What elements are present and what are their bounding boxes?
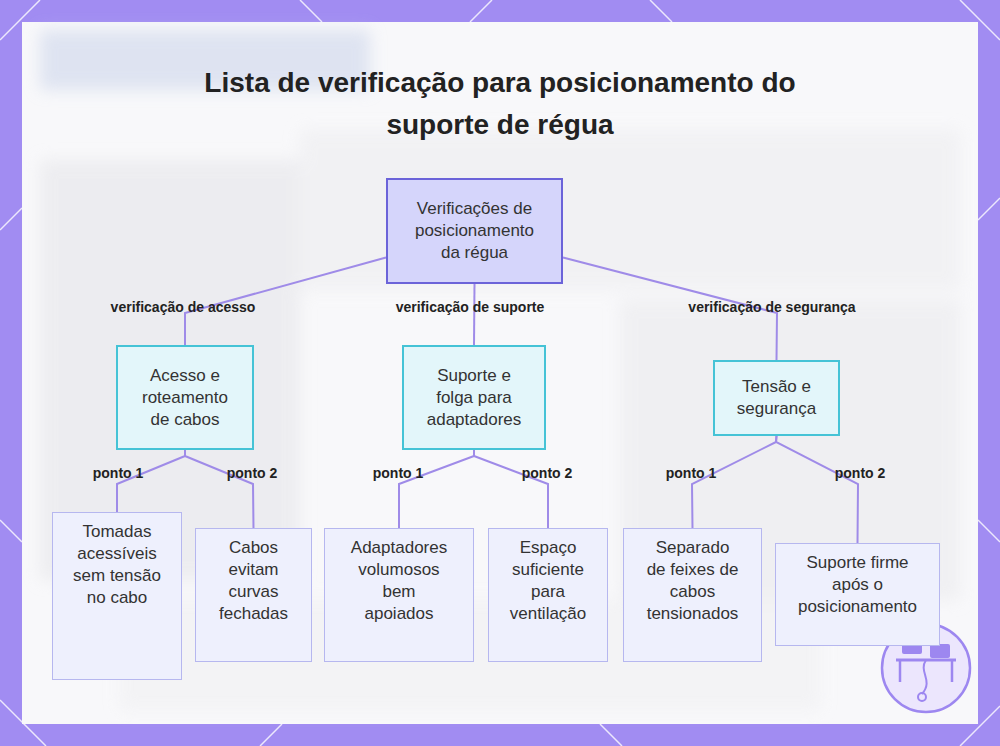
edge-label: ponto 1: [666, 465, 717, 481]
edge-label: ponto 2: [522, 465, 573, 481]
node-text: Suporte e folga para adaptadores: [420, 365, 528, 431]
connector-line: [474, 450, 548, 528]
edge-label: verificação de acesso: [111, 299, 256, 315]
node-text: Tomadas acessíveis sem tensão no cabo: [70, 521, 164, 609]
edge-label: ponto 2: [835, 465, 886, 481]
edge-label: verificação de segurança: [688, 299, 855, 315]
root-box: Verificações de posicionamento da régua: [386, 178, 563, 284]
title-block: Lista de verificação para posicionamento…: [200, 62, 800, 146]
edge-label: ponto 1: [373, 465, 424, 481]
node-text: Verificações de posicionamento da régua: [408, 198, 541, 264]
check-item-box: Suporte firme após o posicionamento: [775, 543, 940, 646]
blurred-photo: [40, 30, 960, 710]
node-text: Acesso e roteamento de cabos: [136, 365, 234, 431]
node-text: Tensão e segurança: [731, 376, 822, 420]
check-item-box: Tomadas acessíveis sem tensão no cabo: [52, 512, 182, 680]
check-item-box: Cabos evitam curvas fechadas: [195, 528, 312, 662]
check-item-box: Espaço suficiente para ventilação: [488, 528, 608, 662]
node-text: Suporte firme após o posicionamento: [794, 552, 921, 618]
node-text: Cabos evitam curvas fechadas: [211, 537, 296, 625]
node-text: Separado de feixes de cabos tensionados: [646, 537, 739, 625]
check-item-box: Adaptadores volumosos bem apoiados: [324, 528, 474, 662]
node-text: Espaço suficiente para ventilação: [505, 537, 591, 625]
connector-line: [692, 436, 777, 528]
check-item-box: Separado de feixes de cabos tensionados: [623, 528, 762, 662]
panel: [22, 22, 978, 724]
edge-label: verificação de suporte: [396, 299, 545, 315]
connector-line: [185, 450, 254, 528]
edge-label: ponto 1: [93, 465, 144, 481]
category-box: Tensão e segurança: [713, 360, 840, 436]
edge-label: ponto 2: [227, 465, 278, 481]
diagram-title: Lista de verificação para posicionamento…: [200, 62, 800, 146]
node-text: Adaptadores volumosos bem apoiados: [351, 537, 447, 625]
category-box: Acesso e roteamento de cabos: [116, 345, 254, 450]
connector-line: [117, 450, 185, 512]
connector-line: [776, 436, 858, 543]
connector-line: [399, 450, 474, 528]
category-box: Suporte e folga para adaptadores: [402, 345, 546, 450]
